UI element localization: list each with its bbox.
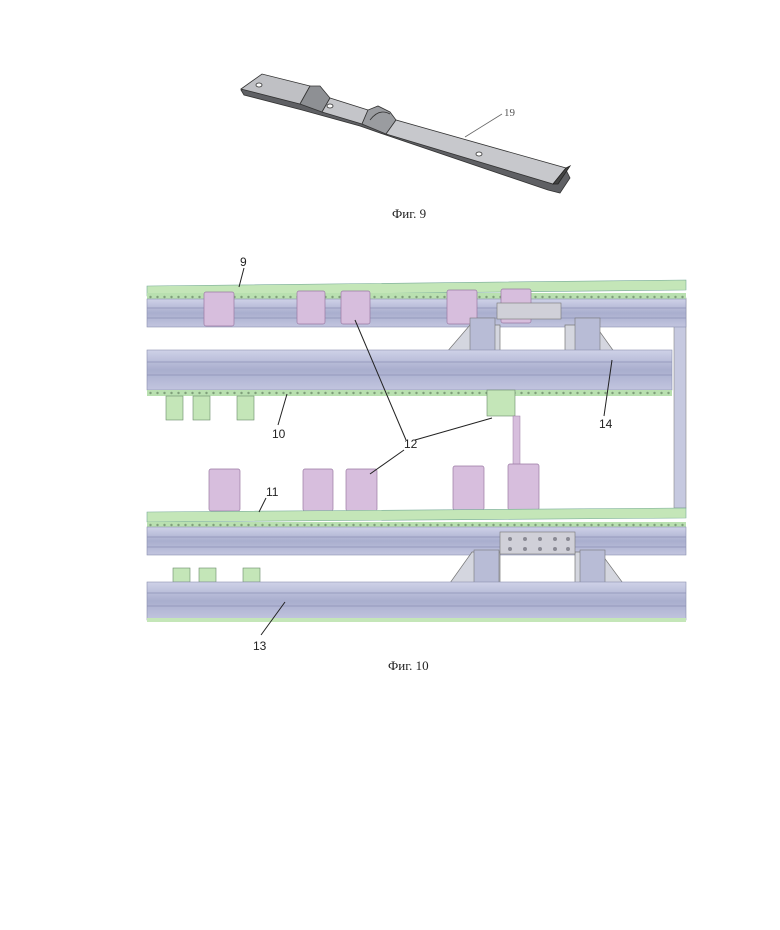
label-11: 11 <box>266 485 279 499</box>
label-12: 12 <box>404 437 418 451</box>
rail-13 <box>147 582 686 622</box>
small-blocks-rail-13 <box>173 568 260 582</box>
rail-10 <box>147 350 672 396</box>
figure-10-caption: Фиг. 10 <box>388 658 429 674</box>
label-14: 14 <box>599 417 613 431</box>
connector-vertical <box>513 416 520 466</box>
rail-11 <box>147 508 686 555</box>
label-13: 13 <box>253 639 267 653</box>
label-10: 10 <box>272 427 286 441</box>
label-9: 9 <box>240 255 247 269</box>
frame-vertical-right <box>674 298 686 508</box>
